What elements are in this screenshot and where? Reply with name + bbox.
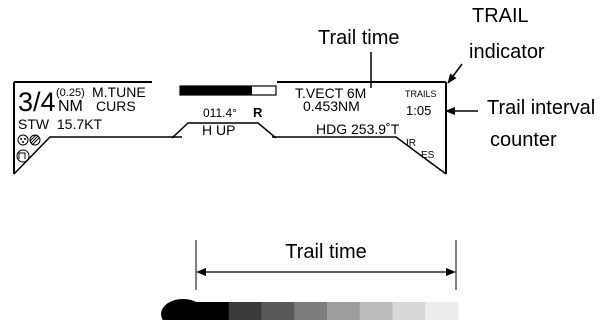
callout-trail-indicator-line1: TRAIL — [472, 5, 529, 27]
tune-mode: M.TUNE — [92, 84, 146, 100]
trail-segment — [294, 302, 328, 320]
trail-segment — [425, 302, 459, 320]
cursor-range: 0.453NM — [303, 98, 360, 114]
range-scale: 3/4 — [18, 87, 56, 117]
callout-trail-interval-line2: counter — [490, 129, 557, 151]
trail-segment — [327, 302, 361, 320]
range-interval: (0.25) — [56, 87, 85, 99]
target-echo — [161, 299, 205, 320]
trail-time-right-arrowhead — [446, 268, 456, 276]
trail-gradient-bar — [196, 302, 459, 320]
trail-segment — [228, 302, 262, 320]
tune-bar-fill — [180, 86, 252, 95]
trail-segment — [392, 302, 426, 320]
trail-segment — [359, 302, 393, 320]
orientation-box — [171, 122, 277, 139]
trail-segment — [261, 302, 295, 320]
pulse-symbol-icon — [16, 149, 30, 163]
cursor-label: CURS — [96, 98, 136, 114]
hatched-symbol-icon — [29, 134, 41, 146]
ir-indicator: IR — [406, 138, 416, 149]
trail-indicator-arrow — [447, 63, 463, 84]
cursor-bearing-ref: R — [253, 105, 263, 120]
speed-readout: STW 15.7KT — [18, 116, 102, 132]
vector-setting: T.VECT 6M — [295, 85, 366, 101]
trail-segment — [196, 302, 230, 320]
callout-trail-interval-line1: Trail interval — [487, 97, 595, 119]
trails-indicator: TRAILS — [405, 89, 437, 99]
trail-interval-counter: 1:05 — [406, 103, 431, 118]
target-symbol-icon — [17, 134, 29, 146]
es-indicator: ES — [421, 150, 435, 161]
trail-time-left-arrowhead — [196, 268, 206, 276]
trail-bar-label: Trail time — [285, 241, 366, 263]
range-unit: NM — [58, 98, 83, 115]
callout-trail-time: Trail time — [318, 27, 399, 49]
callout-trail-indicator-line2: indicator — [469, 41, 545, 63]
heading-readout: HDG 253.9˚T — [316, 121, 400, 137]
cursor-bearing: 011.4° — [203, 106, 237, 120]
orientation-mode: H UP — [202, 122, 235, 138]
